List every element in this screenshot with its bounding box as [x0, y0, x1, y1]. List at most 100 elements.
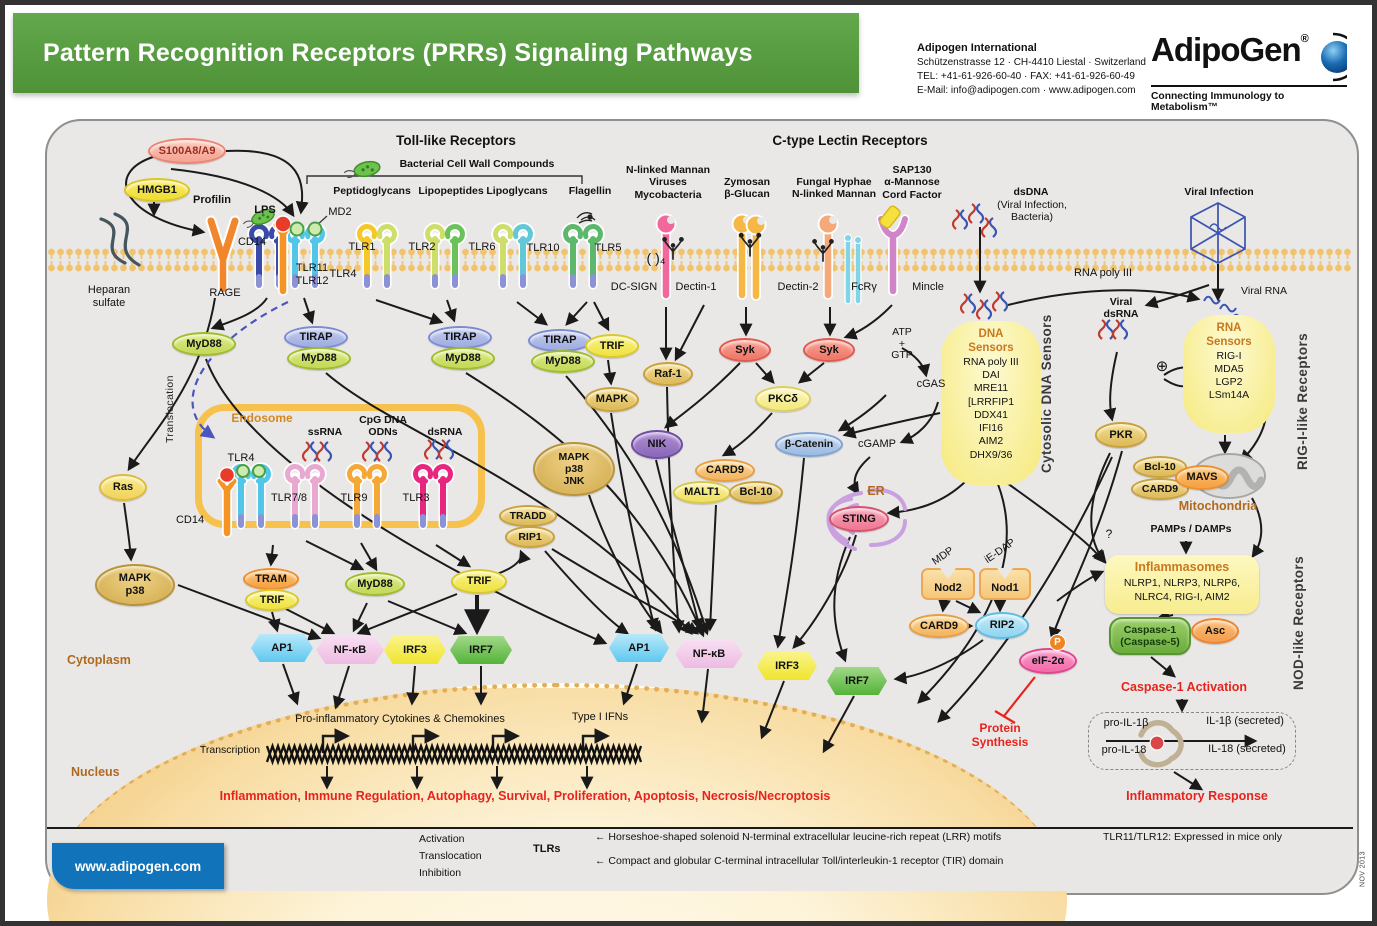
- s100a8-a9: S100A8/A9: [148, 138, 226, 164]
- mapk-1: MAPK: [585, 387, 639, 412]
- dcsign-ligand-label: N-linked Mannan Viruses Mycobacteria: [625, 164, 710, 201]
- plasma-membrane: [47, 247, 1353, 273]
- lrr-note: ← Horseshoe-shaped solenoid N-terminal e…: [595, 831, 1002, 843]
- website-link[interactable]: www.adipogen.com: [52, 843, 224, 889]
- lipopeptides-label: Lipopeptides: [418, 185, 484, 197]
- type1-ifns-label: Type I IFNs: [571, 711, 629, 723]
- fcrg-label: FcRγ: [851, 281, 877, 293]
- irf7-hex-1: IRF7: [450, 636, 512, 664]
- tlr4-endo-label: TLR4: [227, 452, 255, 464]
- syk-2: Syk: [803, 338, 855, 362]
- caspase1-activation-label: Caspase-1 Activation: [1121, 680, 1247, 694]
- activation-label: Activation: [419, 833, 465, 845]
- question-mark-label: ?: [1105, 527, 1113, 541]
- mincle-label: Mincle: [912, 281, 944, 293]
- dectin1-label: Dectin-1: [675, 281, 717, 293]
- company-telfax: TEL: +41-61-926-60-40 · FAX: +41-61-926-…: [917, 71, 1135, 83]
- malt1: MALT1: [673, 481, 731, 504]
- irf3-hex-2: IRF3: [757, 652, 817, 680]
- tlrs-legend-label: TLRs: [533, 843, 561, 855]
- pkcd: PKCδ: [755, 386, 811, 412]
- endosome-label: Endosome: [231, 411, 293, 425]
- cytoplasm-label: Cytoplasm: [67, 653, 131, 667]
- phospho-p: P: [1049, 634, 1066, 651]
- card9-3: CARD9: [1131, 478, 1189, 500]
- inflammasomes-title: Inflammasomes: [1134, 560, 1230, 574]
- trif-2: TRIF: [245, 589, 299, 611]
- il1b-secreted-label: IL-1β (secreted): [1206, 715, 1284, 727]
- nfkb-hex-1: NF-κB: [316, 636, 384, 664]
- myd88-1: MyD88: [172, 332, 236, 356]
- tlr9-label: TLR9: [340, 492, 368, 504]
- rig-i-like-receptors-vlabel: RIG-I-like Receptors: [1295, 332, 1311, 470]
- company-address: Schützenstrasse 12 · CH-4410 Liestal · S…: [917, 57, 1146, 69]
- dsdna-sub-label: (Viral Infection, Bacteria): [997, 199, 1067, 224]
- tir-note: ← Compact and globular C-terminal intrac…: [595, 855, 1004, 867]
- pro-inflammatory-label: Pro-inflammatory Cytokines & Chemokines: [295, 713, 505, 725]
- dectin2-label: Dectin-2: [777, 281, 819, 293]
- heparan-sulfate-label: Heparan sulfate: [87, 284, 131, 309]
- peptidoglycans-label: Peptidoglycans: [333, 185, 411, 197]
- sting: STING: [829, 506, 889, 532]
- md2-label: MD2: [328, 206, 352, 218]
- company-name: Adipogen International: [917, 42, 1037, 54]
- profilin-label: Profilin: [193, 194, 231, 206]
- il18-secreted-label: IL-18 (secreted): [1208, 743, 1286, 755]
- tlr1-label: TLR1: [348, 241, 376, 253]
- translocation-label: Translocation: [419, 850, 482, 862]
- raf-1: Raf-1: [643, 362, 693, 386]
- viral-rna-label: Viral RNA: [1241, 285, 1287, 297]
- pro-il18-label: pro-IL-18: [1101, 744, 1147, 756]
- pro-il1b-label: pro-IL-1β: [1103, 717, 1149, 729]
- dcsign-tetramer-label: ( )₄: [646, 250, 666, 266]
- dna-sensors-list: RNA poly III DAI MRE11 [LRRFIP1 DDX41 IF…: [963, 356, 1019, 461]
- tirap-1: TIRAP: [284, 326, 348, 349]
- myd88-4: MyD88: [531, 350, 595, 373]
- pkr: PKR: [1095, 422, 1147, 448]
- tlr4-label: TLR4: [329, 268, 357, 280]
- atp-gtp-label: ATP + GTP: [891, 326, 913, 362]
- tram: TRAM: [243, 568, 299, 590]
- mapk-p38-jnk: MAPK p38 JNK: [533, 442, 615, 496]
- dectin1-ligand-label: Zymosan β-Glucan: [723, 176, 771, 201]
- protein-synthesis-label: Protein Synthesis: [971, 721, 1029, 750]
- beta-catenin: β-Catenin: [775, 432, 843, 457]
- flagellin-label: Flagellin: [568, 185, 612, 197]
- tirap-2: TIRAP: [428, 326, 492, 349]
- myd88-2: MyD88: [287, 347, 351, 370]
- inhibition-label: Inhibition: [419, 867, 462, 879]
- bcl10-1: Bcl-10: [729, 481, 783, 504]
- rna-sensors-title: RNA Sensors: [1206, 322, 1252, 348]
- rip1: RIP1: [505, 526, 555, 548]
- asc: Asc: [1191, 618, 1239, 644]
- mitochondria-label: Mitochondria: [1178, 499, 1258, 513]
- eif2a: eIF-2α: [1019, 648, 1077, 674]
- nod2: Nod2: [921, 568, 975, 600]
- logo-wordmark: AdipoGen: [1151, 31, 1302, 68]
- syk-1: Syk: [719, 338, 771, 362]
- company-email: E-Mail: info@adipogen.com · www.adipogen…: [917, 85, 1136, 97]
- nfkb-hex-2: NF-κB: [675, 640, 743, 668]
- legend-strip: [47, 827, 1353, 891]
- cytosolic-dna-sensors-vlabel: Cytosolic DNA Sensors: [1039, 314, 1055, 474]
- rip2: RIP2: [975, 612, 1029, 639]
- myd88-3: MyD88: [431, 347, 495, 370]
- viral-infection-label: Viral Infection: [1184, 186, 1254, 198]
- nik: NIK: [631, 430, 683, 459]
- mavs: MAVS: [1175, 465, 1229, 490]
- transcription-label: Transcription: [199, 744, 261, 756]
- tlr3-label: TLR3: [402, 492, 430, 504]
- clr-section-title: C-type Lectin Receptors: [772, 133, 928, 148]
- logo-sphere-icon: [1320, 32, 1347, 82]
- lps-label: LPS: [254, 204, 276, 216]
- contact-block: Adipogen International Schützenstrasse 1…: [917, 41, 1146, 98]
- ap1-hex-2: AP1: [609, 634, 669, 662]
- logo-tagline: Connecting Immunology to Metabolism™: [1151, 91, 1285, 113]
- caspase-1: Caspase-1 (Caspase-5): [1109, 617, 1191, 655]
- page-title: Pattern Recognition Receptors (PRRs) Sig…: [43, 38, 753, 67]
- tlr78-label: TLR7/8: [270, 492, 308, 504]
- er-label: ER: [867, 484, 885, 498]
- oplus-symbol: ⊕: [1155, 358, 1169, 375]
- inflammasomes-list: NLRP1, NLRP3, NLRP6, NLRC4, RIG-I, AIM2: [1123, 577, 1241, 603]
- rna-sensors-list: RIG-I MDA5 LGP2 LSm14A: [1208, 350, 1250, 402]
